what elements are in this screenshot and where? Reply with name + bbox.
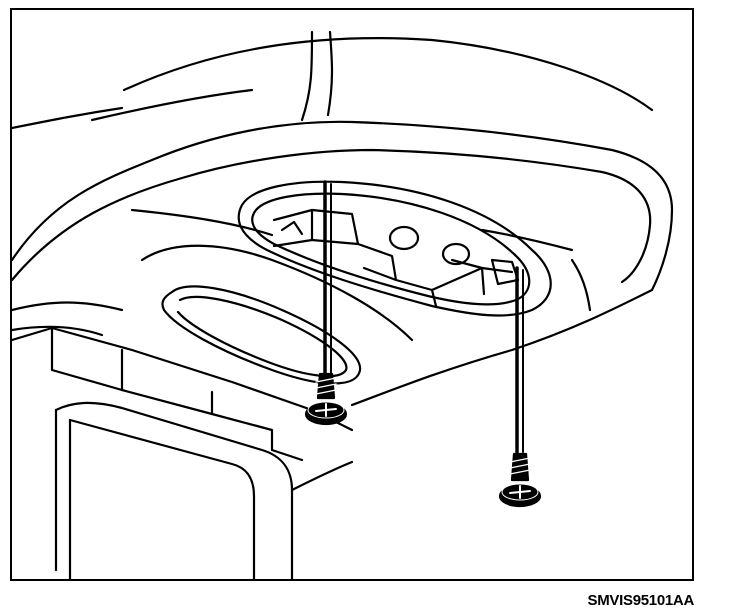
illustration-frame	[10, 8, 694, 581]
overhead-console-illustration	[12, 30, 674, 579]
headliner-outline	[12, 30, 654, 130]
screw-leader-2	[515, 266, 524, 454]
console-trim-panel	[12, 120, 674, 407]
screw-leader-1	[323, 180, 332, 384]
screw-icon	[304, 372, 348, 426]
figure-code: SMVIS95101AA	[587, 592, 695, 609]
screw-icon	[498, 452, 542, 508]
handle-recess	[140, 244, 414, 385]
lower-body	[12, 326, 354, 579]
console-opening	[237, 180, 552, 317]
